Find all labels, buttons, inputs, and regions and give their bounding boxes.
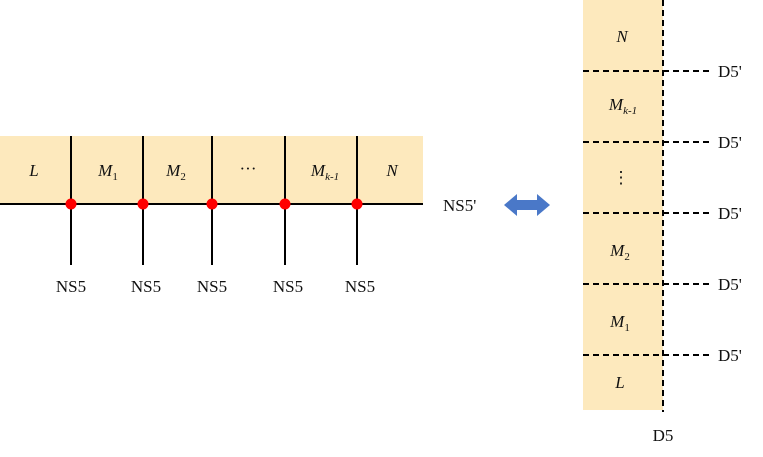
vcell-label-l: L [614,373,624,392]
d5prime-label: D5' [718,62,742,81]
intersection-dot [137,198,149,210]
cell-label-mk1: Mk-1 [310,161,339,183]
ns5-label: NS5 [273,277,303,296]
intersection-dot [279,198,291,210]
cell-label-m1: M1 [97,161,118,183]
double-arrow-icon [504,194,550,216]
d5prime-label: D5' [718,346,742,365]
vcell-label-ellipsis: ⋮ [613,168,630,187]
vcell-label-n: N [615,27,629,46]
d5-label: D5 [653,426,674,445]
vcell-label-m1: M1 [609,312,630,334]
d5prime-label: D5' [718,275,742,294]
cell-label-m2: M2 [165,161,186,183]
intersection-dot [206,198,218,210]
intersection-dot [351,198,363,210]
d5prime-label: D5' [718,133,742,152]
vertical-strip [583,0,663,410]
intersection-dot [65,198,77,210]
vertical-configuration: N Mk-1 ⋮ M2 M1 L D5' D5' D5' D5' D5' D5 [583,0,742,445]
cell-label-l: L [28,161,38,180]
d5prime-label: D5' [718,204,742,223]
cell-label-ellipsis: ··· [240,159,257,178]
vcell-label-mk1: Mk-1 [608,95,637,117]
ns5-label: NS5 [197,277,227,296]
vcell-label-m2: M2 [609,241,630,263]
cell-label-n: N [385,161,399,180]
ns5-label: NS5 [56,277,86,296]
ns5-label: NS5 [345,277,375,296]
ns5prime-label: NS5' [443,196,476,215]
ns5-label: NS5 [131,277,161,296]
horizontal-configuration: L M1 M2 ··· Mk-1 N NS5 NS5 NS5 NS5 NS5 N… [0,136,476,296]
